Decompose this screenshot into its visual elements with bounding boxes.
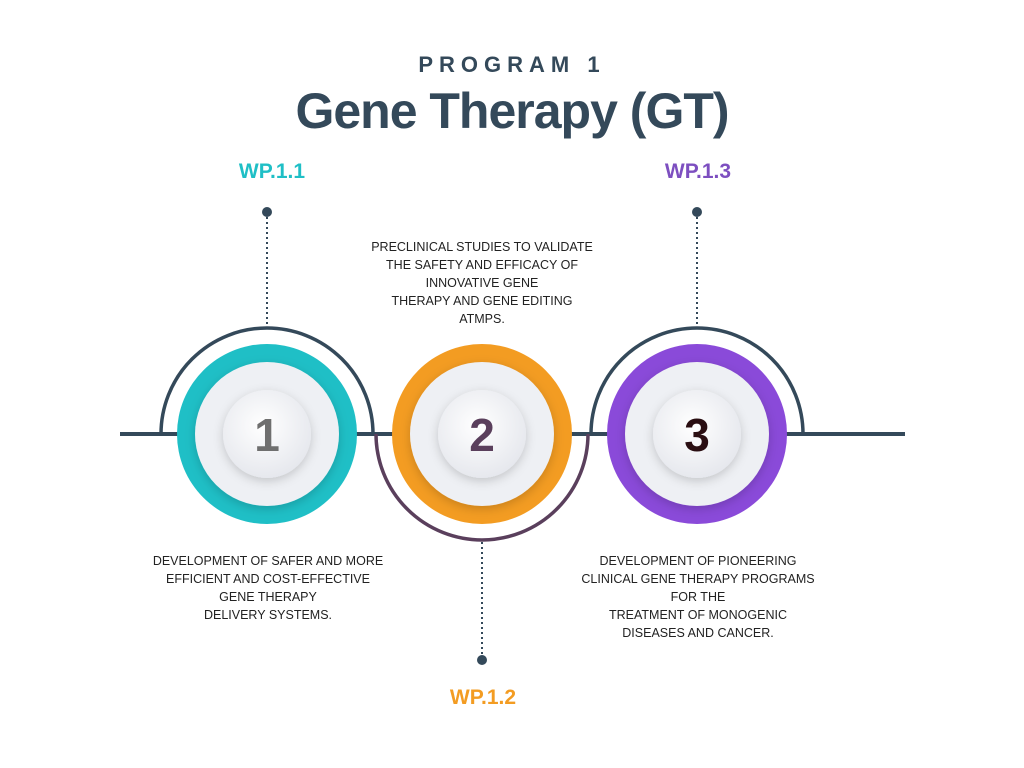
wp-1-description: DEVELOPMENT OF SAFER AND MORE EFFICIENT …	[152, 554, 384, 622]
step-1-inner-disc	[223, 390, 311, 478]
step-1-arc	[159, 326, 375, 435]
step-2-arc	[374, 433, 590, 542]
step-2-inner-disc	[438, 390, 526, 478]
step-3-arc	[589, 326, 805, 435]
step-1-number: 1	[254, 409, 280, 461]
wp-1-label: WP.1.1	[238, 160, 306, 183]
step-3-dot	[692, 207, 702, 217]
wp-3-label: WP.1.3	[664, 160, 732, 183]
step-2-dot	[477, 655, 487, 665]
program-eyebrow: PROGRAM 1	[418, 52, 606, 77]
wp-2-description: PRECLINICAL STUDIES TO VALIDATE THE SAFE…	[371, 240, 593, 326]
wp-3-description: DEVELOPMENT OF PIONEERING CLINICAL GENE …	[581, 554, 815, 640]
step-1-dot	[262, 207, 272, 217]
wp-2-label: WP.1.2	[449, 686, 517, 709]
step-3-number: 3	[684, 409, 710, 461]
step-2-number: 2	[469, 409, 495, 461]
step-3-inner-disc	[653, 390, 741, 478]
page-title: Gene Therapy (GT)	[295, 83, 729, 139]
